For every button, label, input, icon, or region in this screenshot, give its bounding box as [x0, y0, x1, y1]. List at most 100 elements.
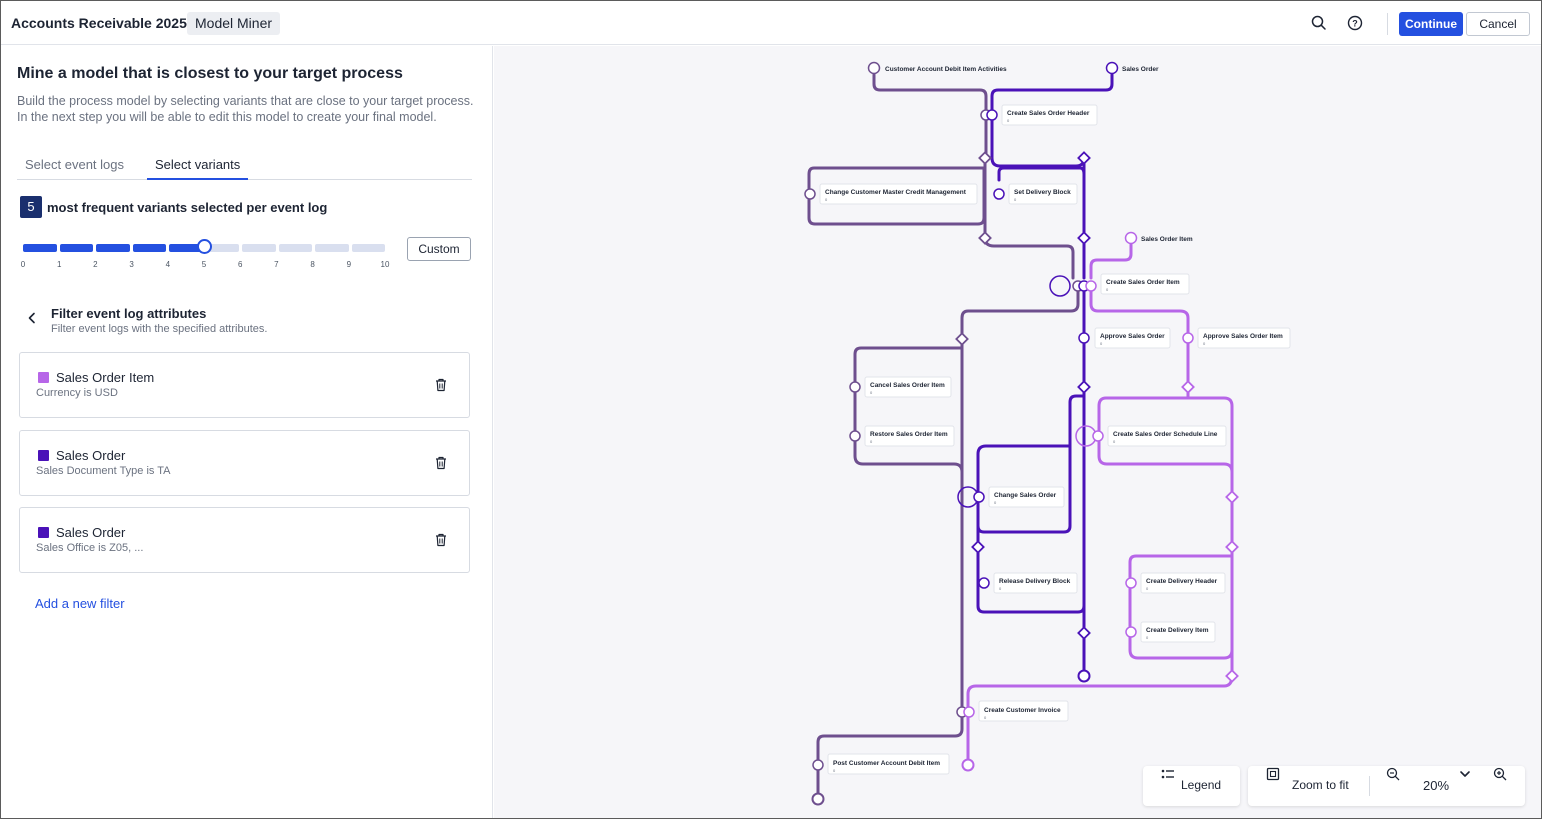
filter-card[interactable]: Sales Order Item Currency is USD — [19, 352, 470, 418]
svg-text:0: 0 — [1007, 118, 1010, 123]
end-event — [961, 758, 975, 772]
edge-debit — [960, 284, 1080, 341]
svg-text:Release Delivery Block: Release Delivery Block — [999, 578, 1071, 585]
activity-port — [978, 577, 990, 589]
slider-segment[interactable] — [315, 244, 349, 252]
activity-port — [993, 188, 1005, 200]
slider-segment[interactable] — [169, 244, 203, 252]
activity-node[interactable]: Approve Sales Order Item 0 — [1197, 327, 1291, 349]
filter-card[interactable]: Sales Order Sales Document Type is TA — [19, 430, 470, 496]
activity-node[interactable]: Create Delivery Header 0 — [1140, 572, 1226, 594]
module-chip[interactable]: Model Miner — [187, 12, 281, 35]
tab-select-variants[interactable]: Select variants — [147, 157, 249, 180]
gateway — [1077, 380, 1091, 394]
activity-port — [1085, 280, 1097, 292]
svg-text:Approve Sales Order Item: Approve Sales Order Item — [1203, 333, 1283, 340]
continue-button[interactable]: Continue — [1399, 12, 1463, 36]
activity-node[interactable]: Change Customer Master Credit Management… — [819, 183, 978, 205]
activity-node[interactable]: Approve Sales Order 0 — [1094, 327, 1171, 349]
activity-node[interactable]: Post Customer Account Debit Item 0 — [827, 753, 950, 775]
gateway — [978, 151, 992, 165]
left-panel: Mine a model that is closest to your tar… — [1, 46, 493, 818]
edge-debit — [853, 337, 964, 713]
slider-segment[interactable] — [205, 244, 239, 252]
start-event — [1124, 231, 1138, 245]
trash-icon[interactable] — [434, 532, 448, 548]
slider-segment[interactable] — [351, 244, 385, 252]
filter-card-condition: Sales Document Type is TA — [36, 465, 171, 477]
start-label: Sales Order Item — [1141, 236, 1193, 243]
activity-node[interactable]: Create Customer Invoice 0 — [978, 700, 1069, 722]
svg-text:?: ? — [1352, 18, 1358, 28]
activity-node[interactable]: Set Delivery Block 0 — [1008, 183, 1078, 205]
edge-debit — [807, 166, 986, 226]
activity-port — [804, 188, 816, 200]
add-filter-link[interactable]: Add a new filter — [35, 596, 125, 611]
trash-icon[interactable] — [434, 377, 448, 393]
svg-text:Post Customer Account Debit It: Post Customer Account Debit Item — [833, 760, 940, 767]
zoom-to-fit-button[interactable]: Zoom to fit — [1292, 778, 1349, 792]
gateway — [1181, 380, 1195, 394]
activity-node[interactable]: Change Sales Order 0 — [988, 486, 1065, 508]
process-graph-canvas[interactable]: Customer Account Debit Item Activities S… — [494, 46, 1541, 818]
filter-card-condition: Currency is USD — [36, 387, 118, 399]
activity-port — [812, 759, 824, 771]
trash-icon[interactable] — [434, 455, 448, 471]
slider-segment[interactable] — [278, 244, 312, 252]
slider-segment[interactable] — [23, 244, 57, 252]
activity-node[interactable]: Restore Sales Order Item 0 — [864, 425, 955, 447]
activity-port — [986, 109, 998, 121]
edge-debit — [816, 709, 964, 800]
svg-text:0: 0 — [1146, 635, 1149, 640]
search-icon[interactable] — [1309, 13, 1329, 33]
svg-text:0: 0 — [1014, 197, 1017, 202]
slider-tick-label: 10 — [380, 260, 390, 269]
start-event — [867, 61, 881, 75]
filter-card[interactable]: Sales Order Sales Office is Z05, ... — [19, 507, 470, 573]
zoom-in-icon[interactable] — [1492, 766, 1508, 782]
zoom-level[interactable]: 20% — [1423, 778, 1450, 793]
process-graph[interactable]: Customer Account Debit Item Activities S… — [494, 46, 1541, 818]
legend-toolbar[interactable]: Legend — [1143, 766, 1240, 806]
activity-node[interactable]: Release Delivery Block 0 — [993, 572, 1078, 594]
svg-text:Cancel Sales Order Item: Cancel Sales Order Item — [870, 382, 945, 389]
svg-text:Set Delivery Block: Set Delivery Block — [1014, 189, 1071, 196]
variant-count-badge: 5 — [20, 196, 42, 218]
activity-node[interactable]: Create Sales Order Header 0 — [1001, 104, 1098, 126]
slider-segment[interactable] — [59, 244, 93, 252]
activity-node[interactable]: Create Delivery Item 0 — [1140, 621, 1216, 643]
header-divider — [1387, 13, 1388, 35]
chevron-left-icon[interactable] — [24, 310, 40, 326]
edge-sales-order-item — [1128, 554, 1234, 660]
slider-segment[interactable] — [96, 244, 130, 252]
slider-segment[interactable] — [132, 244, 166, 252]
activity-port — [963, 706, 975, 718]
svg-text:Approve Sales Order: Approve Sales Order — [1100, 333, 1165, 340]
slider-tick-label: 5 — [201, 260, 207, 269]
svg-text:Change Customer Master Credit: Change Customer Master Credit Management — [825, 189, 967, 196]
cancel-button[interactable]: Cancel — [1466, 12, 1530, 36]
slider-tick-label: 3 — [129, 260, 134, 269]
gateway — [1077, 151, 1091, 165]
svg-text:0: 0 — [1203, 341, 1206, 346]
help-icon[interactable]: ? — [1345, 13, 1365, 33]
filter-card-condition: Sales Office is Z05, ... — [36, 542, 144, 554]
slider-tick-label: 7 — [274, 260, 279, 269]
filter-card-title: Sales Order Item — [56, 370, 155, 385]
end-event — [811, 792, 825, 806]
zoom-out-icon[interactable] — [1385, 766, 1401, 782]
custom-button[interactable]: Custom — [407, 237, 471, 261]
activity-node[interactable]: Create Sales Order Schedule Line 0 — [1107, 425, 1227, 447]
activity-node[interactable]: Create Sales Order Item 0 — [1100, 273, 1190, 295]
legend-button[interactable]: Legend — [1181, 778, 1222, 792]
slider-segment[interactable] — [242, 244, 276, 252]
variant-slider[interactable] — [23, 239, 385, 254]
activity-node[interactable]: Cancel Sales Order Item 0 — [864, 376, 952, 398]
variant-count-label: most frequent variants selected per even… — [47, 200, 328, 215]
edge-sales-order — [997, 166, 1086, 240]
slider-handle[interactable] — [197, 239, 212, 254]
slider-tick-label: 6 — [237, 260, 243, 269]
tab-select-event-logs[interactable]: Select event logs — [25, 157, 125, 172]
filter-color-swatch — [38, 527, 49, 538]
chevron-down-icon[interactable] — [1457, 766, 1473, 782]
